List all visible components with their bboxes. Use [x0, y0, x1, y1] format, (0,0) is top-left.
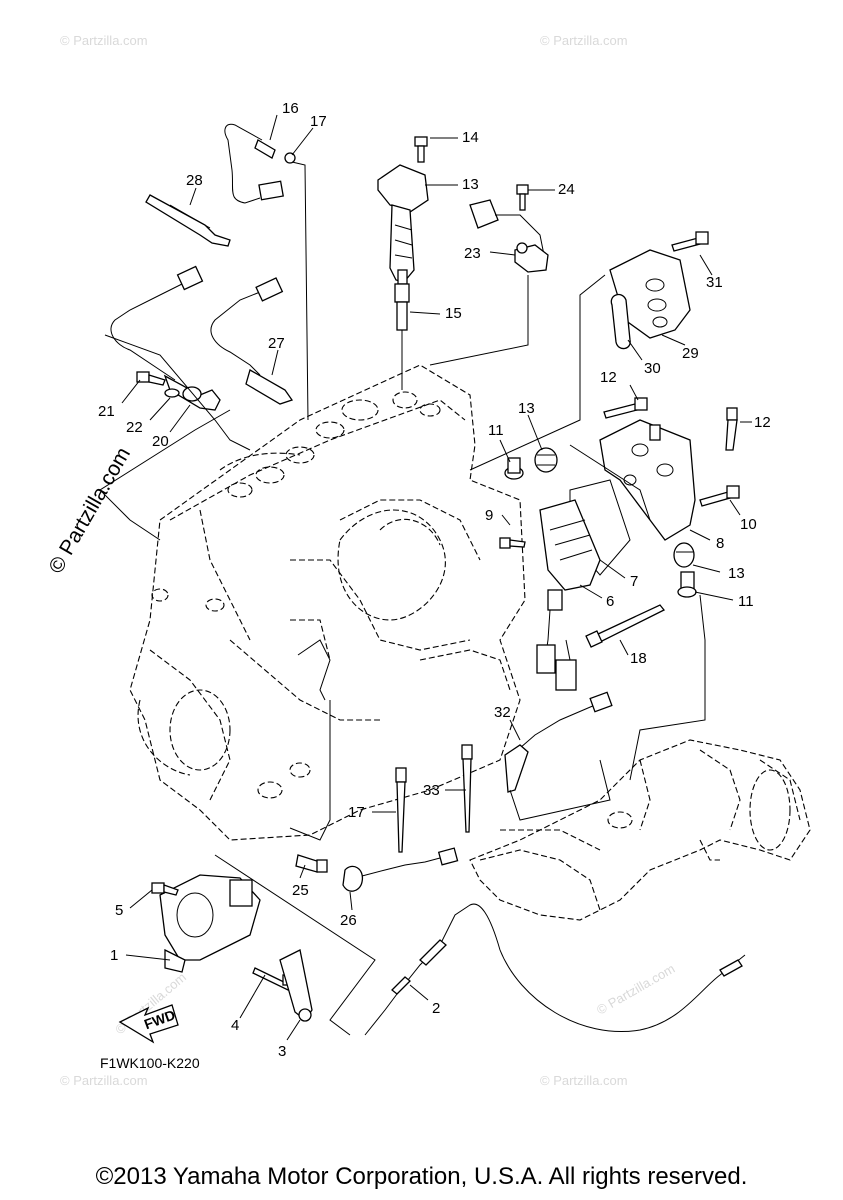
part-14-ignition-coil: [377, 164, 429, 283]
diagram-code: F1WK100-K220: [100, 1055, 200, 1071]
part-23-gasket: [164, 388, 180, 398]
part-32-bolt: [671, 231, 709, 252]
callout-3: 3: [278, 1043, 286, 1060]
part-21-sensor-left: [110, 265, 221, 411]
callout-11-upper: 11: [488, 422, 504, 439]
part-31-gasket: [610, 293, 631, 350]
part-3-link-arm: [279, 949, 313, 1022]
callout-31: 30: [644, 360, 661, 377]
part-16-spark-plug: [394, 269, 410, 340]
watermark-top-right: © Partzilla.com: [540, 33, 628, 48]
callout-9: 9: [485, 507, 493, 524]
part-5-bolt: [151, 882, 179, 896]
part-24-sensor: [469, 199, 549, 273]
callout-7: 7: [630, 573, 638, 590]
callout-17: 17: [348, 804, 365, 821]
callout-23: 22: [126, 419, 143, 436]
part-18-sensor-rod: [585, 604, 666, 648]
callout-10: 10: [740, 516, 757, 533]
callout-18: 18: [630, 650, 647, 667]
watermark-bottom-right: © Partzilla.com: [540, 1073, 628, 1088]
part-33-sensor: [504, 691, 613, 793]
callout-13-lower: 13: [728, 565, 745, 582]
callout-12-right: 12: [754, 414, 771, 431]
part-13-grommet-lower: [673, 542, 695, 568]
part-6-ecu: [539, 499, 601, 611]
callout-14: 13: [462, 176, 479, 193]
part-11-collar-lower: [677, 571, 697, 598]
callout-11-lower: 11: [738, 593, 754, 610]
callout-21: 20: [152, 433, 169, 450]
watermark-top-left: © Partzilla.com: [60, 33, 148, 48]
callout-16: 15: [445, 305, 462, 322]
part-15-bolt: [414, 136, 428, 163]
callout-26: 25: [292, 882, 309, 899]
part-10-bolt: [699, 485, 740, 507]
callout-13-upper: 13: [518, 400, 535, 417]
engine-block-illustration: [129, 364, 526, 841]
part-9-bolt: [499, 537, 526, 549]
callout-6: 6: [606, 593, 614, 610]
part-27-sensor: [342, 847, 459, 892]
leader-lines: [99, 161, 706, 1036]
callout-15: 14: [462, 129, 479, 146]
part-6-wiring: [536, 609, 577, 691]
callout-4: 4: [231, 1017, 239, 1034]
part-28-sensor-right: [210, 277, 294, 405]
callout-24: 23: [464, 245, 481, 262]
part-13-grommet-upper: [534, 447, 558, 473]
callout-32: 31: [706, 274, 723, 291]
callout-5: 5: [115, 902, 123, 919]
part-1-throttle-body: [159, 874, 261, 973]
exhaust-pipe-illustration: [469, 739, 811, 921]
callout-1: 1: [110, 947, 118, 964]
callout-20: 17: [310, 113, 327, 130]
callout-numbers: 16 17 28 14 13 15 24 23 27 21 22 20 31 2…: [98, 100, 771, 1060]
part-34-cable-tie: [461, 744, 473, 833]
watermark-main: © Partzilla.com: [44, 443, 135, 577]
callout-30: 29: [682, 345, 699, 362]
watermark-lower-right: © Partzilla.com: [594, 961, 677, 1018]
callout-2: 2: [432, 1000, 440, 1017]
fwd-arrow: FWD: [118, 1004, 179, 1044]
part-25-screw: [516, 184, 529, 211]
callout-28: 27: [268, 335, 285, 352]
callout-leaders: [121, 114, 752, 1041]
callout-27: 26: [340, 912, 357, 929]
part-22-bolt: [136, 371, 166, 386]
part-19-sensor-cable: [224, 123, 296, 204]
part-2-throttle-cable: [364, 903, 746, 1036]
callout-34: 33: [423, 782, 440, 799]
part-12-bolts: [603, 397, 738, 451]
callout-22: 21: [98, 403, 115, 420]
callout-12-upper: 12: [600, 369, 617, 386]
watermark-bottom-left: © Partzilla.com: [60, 1073, 148, 1088]
part-8-bracket: [599, 419, 696, 541]
part-17-cable-tie: [395, 767, 407, 853]
callout-25: 24: [558, 181, 575, 198]
part-30-flange: [609, 249, 691, 339]
callout-33: 32: [494, 704, 511, 721]
callout-8: 8: [716, 535, 724, 552]
callout-19: 16: [282, 100, 299, 117]
part-11-collar-upper: [504, 457, 524, 480]
copyright-notice: ©2013 Yamaha Motor Corporation, U.S.A. A…: [95, 1163, 748, 1190]
part-26-switch: [295, 854, 328, 873]
part-29-sensor-rod: [145, 194, 231, 247]
callout-29: 28: [186, 172, 203, 189]
